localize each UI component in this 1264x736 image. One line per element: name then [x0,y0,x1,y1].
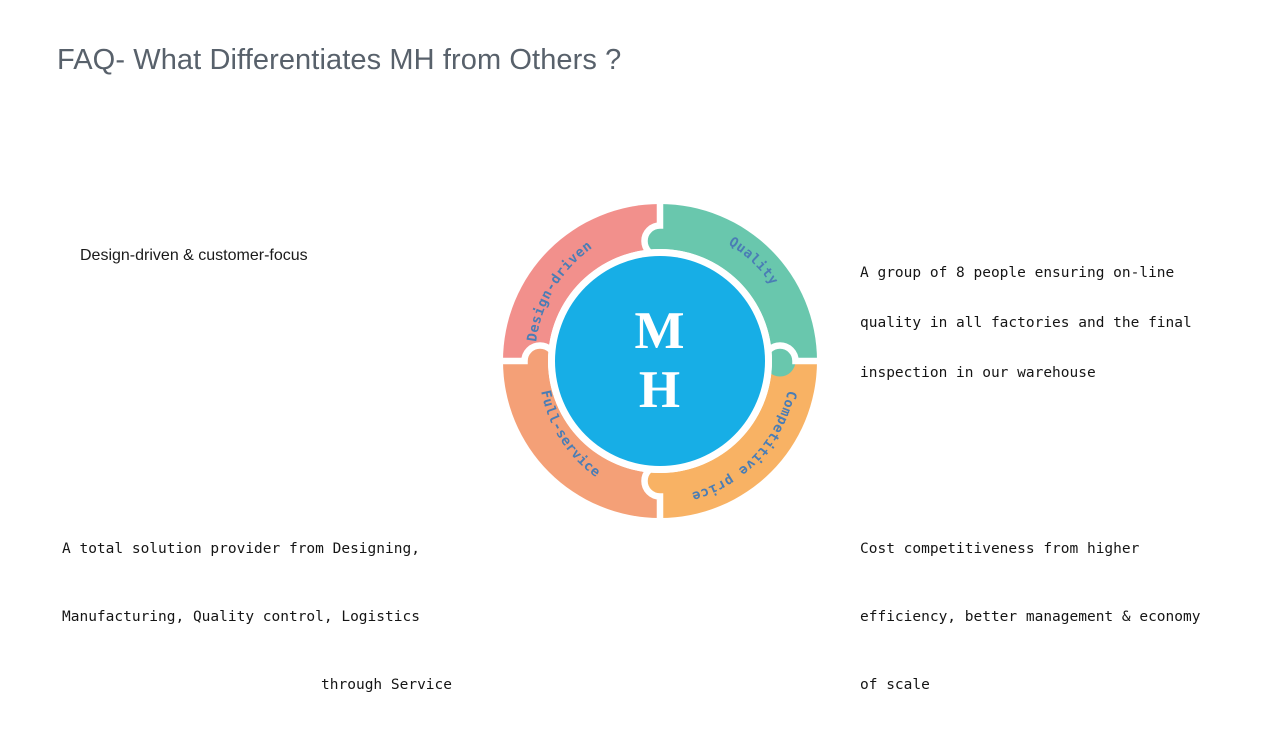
callout-quality: A group of 8 people ensuring on-line qua… [860,236,1240,411]
callout-competitive-price-line-2: efficiency, better management & economy [860,609,1201,625]
callout-quality-line-3: inspection in our warehouse [860,365,1096,381]
callout-quality-line-2: quality in all factories and the final [860,315,1192,331]
callout-full-service-line-3: through Service [321,677,452,693]
callout-design-driven: Design-driven & customer-focus [80,247,308,264]
center-circle[interactable] [555,256,765,466]
callout-competitive-price: Cost competitiveness from higher efficie… [860,498,1240,736]
puzzle-ring-diagram: Design-driven Quality Competitive price … [492,193,828,529]
callout-quality-line-1: A group of 8 people ensuring on-line [860,265,1175,281]
callout-full-service-line-1: A total solution provider from Designing… [62,541,420,557]
callout-full-service: A total solution provider from Designing… [62,498,452,736]
slide-canvas: FAQ- What Differentiates MH from Others … [57,44,1240,693]
page-title: FAQ- What Differentiates MH from Others … [57,44,622,76]
callout-full-service-line-2: Manufacturing, Quality control, Logistic… [62,609,420,625]
callout-competitive-price-line-3: of scale [860,677,930,693]
callout-competitive-price-line-1: Cost competitiveness from higher [860,541,1140,557]
